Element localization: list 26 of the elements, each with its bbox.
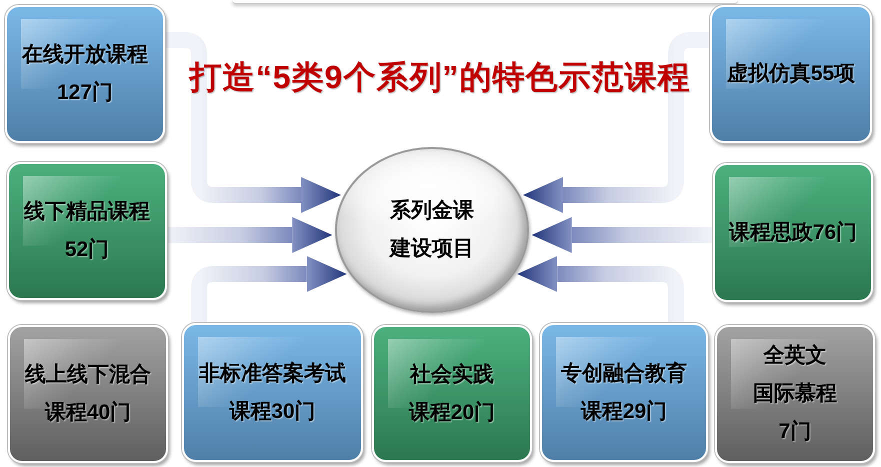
course-box xyxy=(540,323,708,462)
course-box xyxy=(5,5,165,143)
arrow xyxy=(191,256,347,323)
course-label: 全英文国际慕程7门 xyxy=(752,343,838,445)
course-label: 线下精品课程52门 xyxy=(22,199,151,263)
course-label: 专创融合教育课程29门 xyxy=(560,360,688,424)
arrow xyxy=(165,32,341,213)
course-label: 在线开放课程127门 xyxy=(20,42,149,106)
course-label: 课程思政76门 xyxy=(728,220,858,246)
course-label: 非标准答案考试课程30门 xyxy=(198,360,347,424)
course-box xyxy=(7,162,167,300)
course-box xyxy=(713,163,873,302)
course-label: 虚拟仿真55项 xyxy=(726,61,856,87)
course-box xyxy=(182,323,363,462)
course-box xyxy=(710,5,872,143)
title: 打造“5类9个系列”的特色示范课程 xyxy=(190,58,690,97)
course-box xyxy=(372,325,532,462)
arrow xyxy=(523,32,710,213)
arrow xyxy=(517,256,684,323)
course-label: 线上线下混合课程40门 xyxy=(24,362,152,426)
project-label: 系列金课建设项目 xyxy=(388,198,475,262)
course-box xyxy=(8,325,168,463)
course-box xyxy=(715,325,875,463)
course-label: 社会实践课程20门 xyxy=(408,362,496,426)
arrow xyxy=(167,217,332,253)
arrow xyxy=(532,217,713,253)
